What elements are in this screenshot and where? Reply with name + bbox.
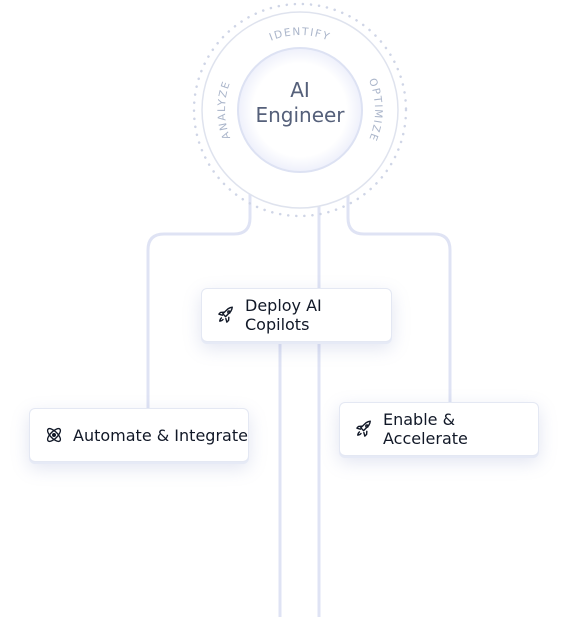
ring-word-optimize: OPTIMIZE [366,77,384,144]
card-deploy-ai-copilots[interactable]: Deploy AI Copilots [201,288,392,342]
ring-word-analyze: ANALYZE [216,79,233,141]
card-enable-label: Enable & Accelerate [383,410,468,448]
card-enable-accelerate[interactable]: Enable & Accelerate [339,402,539,456]
card-automate-integrate[interactable]: Automate & Integrate [29,408,249,462]
connector-right [346,150,452,402]
rocket-icon [216,305,236,325]
rocket-icon [354,419,374,439]
hub-dotted-ring [192,2,408,218]
card-automate-label: Automate & Integrate [73,425,248,445]
card-deploy-label: Deploy AI Copilots [245,296,322,334]
connector-left [146,150,252,408]
atom-icon [44,425,64,445]
hub-title: AI Engineer [240,78,360,128]
hub-title-line-1: AI [290,78,310,102]
hub-title-line-2: Engineer [255,103,345,127]
hub-circle [237,47,363,173]
